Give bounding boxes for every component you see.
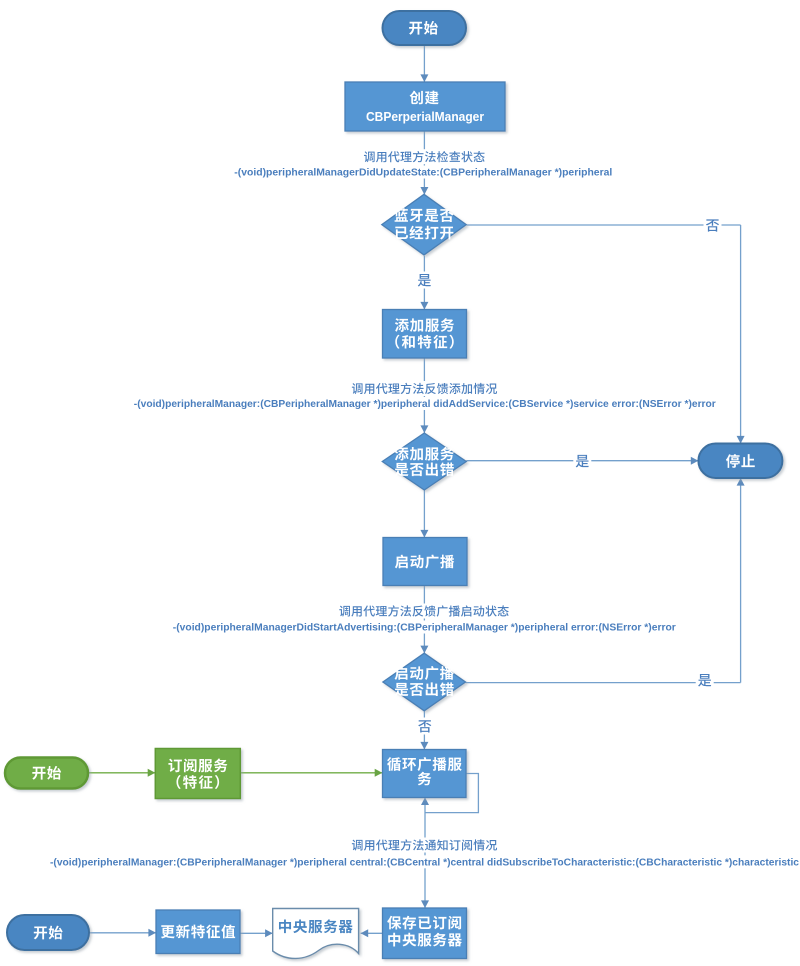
svg-text:-(void)peripheralManagerDidUpd: -(void)peripheralManagerDidUpdateState:(…: [234, 168, 612, 179]
svg-text:-(void)peripheralManager:(CBPe: -(void)peripheralManager:(CBPeripheralMa…: [50, 857, 799, 868]
svg-text:-(void)peripheralManager:(CBPe: -(void)peripheralManager:(CBPeripheralMa…: [134, 399, 716, 410]
svg-text:-(void)peripheralManagerDidSta: -(void)peripheralManagerDidStartAdvertis…: [173, 623, 676, 634]
svg-text:CBPerperialManager: CBPerperialManager: [366, 109, 484, 124]
